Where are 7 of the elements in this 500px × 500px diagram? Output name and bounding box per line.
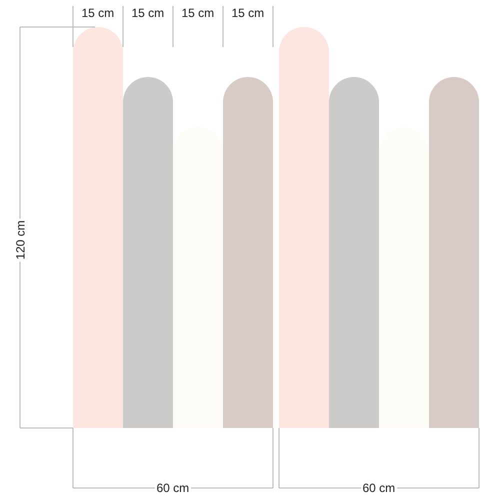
dimension-label: 15 cm — [80, 6, 116, 20]
dimension-label: 60 cm — [154, 481, 192, 495]
dimension-label: 120 cm — [13, 218, 28, 262]
dimension-label: 15 cm — [180, 6, 216, 20]
dimension-label: 15 cm — [130, 6, 166, 20]
dimension-label: 60 cm — [360, 481, 398, 495]
dimension-label: 15 cm — [230, 6, 266, 20]
